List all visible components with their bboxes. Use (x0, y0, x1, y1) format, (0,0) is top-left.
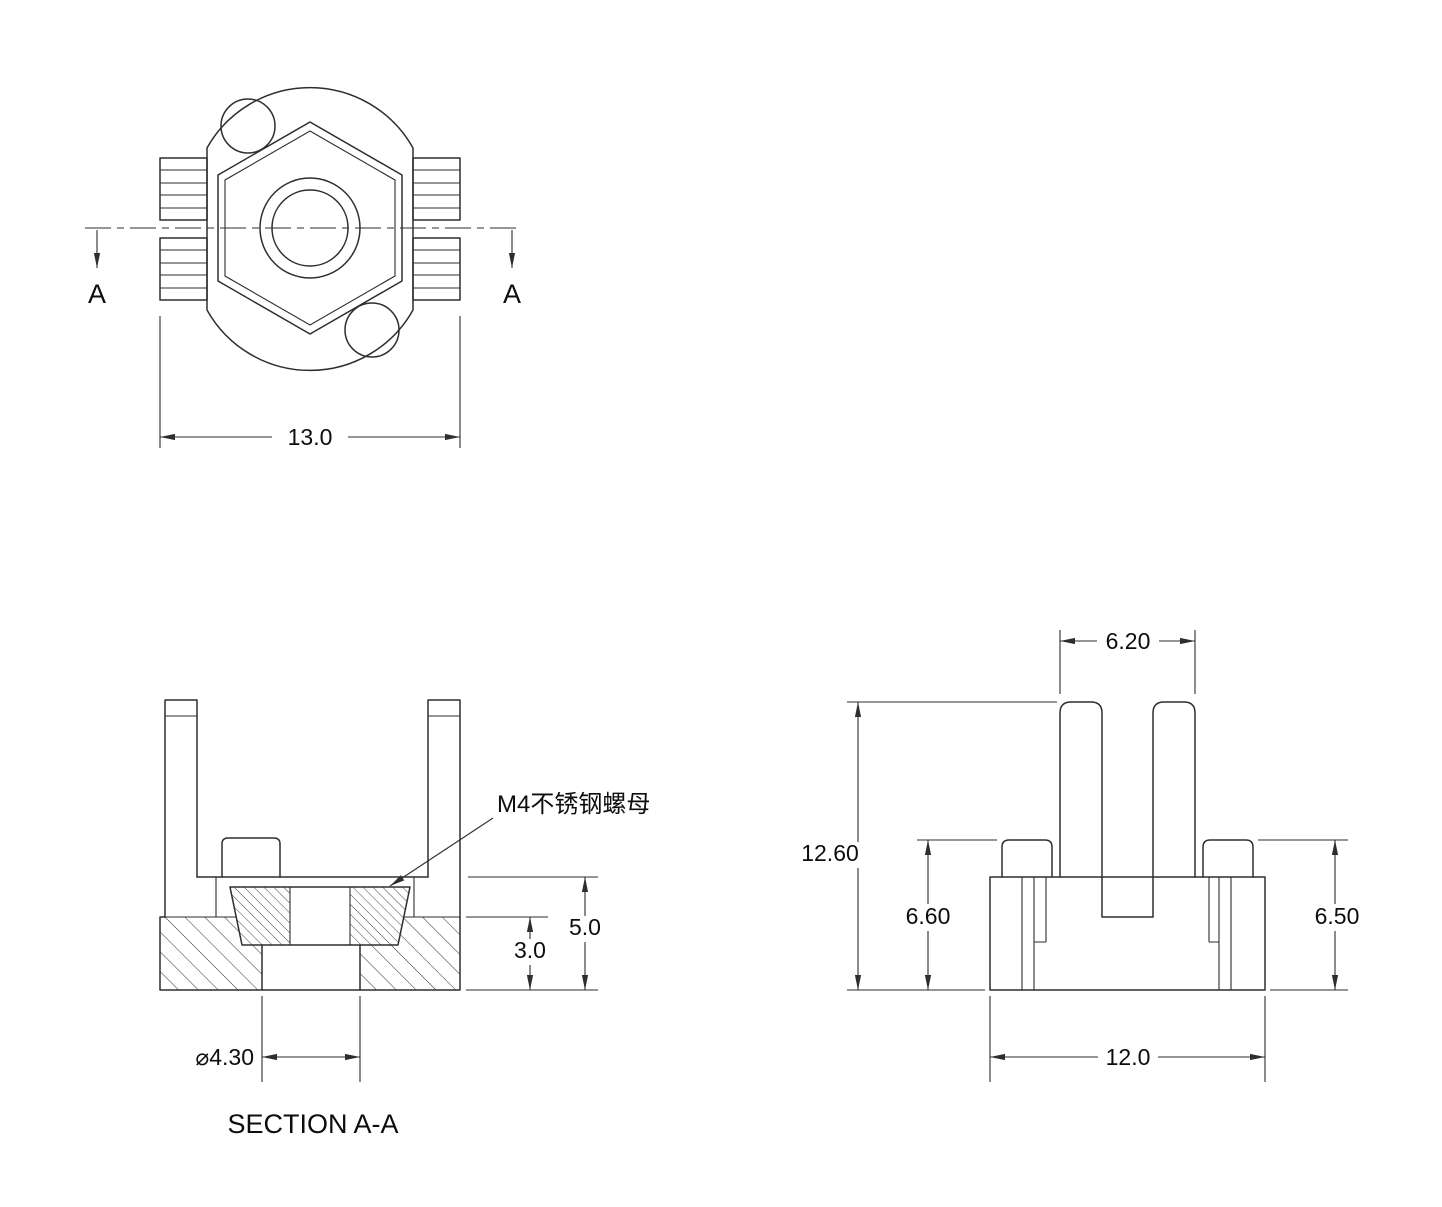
flange-right-bottom (412, 237, 461, 301)
leader-line (389, 817, 494, 887)
boss-outline (221, 837, 281, 878)
dim-label-12-60: 12.60 (801, 840, 859, 866)
dim-label-6-60: 6.60 (906, 903, 951, 929)
hole-through-edges (261, 944, 361, 991)
dim-label-dia-4-30: ⌀4.30 (195, 1044, 254, 1070)
dim-label-3-0: 3.0 (514, 937, 546, 963)
flange-right-top-serrations (413, 169, 460, 209)
dim-base-width-12: 12.0 (989, 996, 1266, 1082)
dim-text-mask (783, 842, 875, 868)
section-label-left: A (88, 279, 106, 309)
dim-text-mask (897, 904, 959, 931)
dim-slot-width-6-20: 6.20 (1059, 628, 1196, 694)
dim-label-6-50: 6.50 (1315, 903, 1360, 929)
prong-left-outline (164, 699, 198, 918)
dim-pocket-height-5: 5.0 (466, 876, 608, 991)
section-view: M4不锈钢螺母 5.0 3.0 ⌀4.30 SECTION A-A (159, 699, 650, 1139)
section-caption: SECTION A-A (227, 1109, 398, 1139)
nut-callout: M4不锈钢螺母 (389, 791, 650, 887)
flange-right-top (412, 157, 461, 221)
nut-bore-edges (289, 887, 351, 945)
top-view: A A 13.0 (85, 86, 521, 450)
prong-left-outline (1059, 701, 1103, 878)
dim-base-thickness-3: 3.0 (466, 916, 553, 990)
body-outline (206, 86, 414, 372)
dim-right-height-6-50: 6.50 (1258, 839, 1369, 991)
prong-right-outline (1152, 701, 1196, 878)
flange-left-bottom (159, 237, 208, 301)
dim-label-13-0: 13.0 (288, 424, 333, 450)
dim-text-mask (1305, 904, 1369, 931)
dim-label-6-20: 6.20 (1106, 628, 1151, 654)
hatch-nut-left (230, 887, 290, 945)
pocket-wall-edges (215, 877, 415, 917)
flange-left-top (159, 157, 208, 221)
base-outline (989, 876, 1266, 991)
dim-left-height-6-60: 6.60 (897, 839, 997, 990)
hatch-nut-right (350, 887, 410, 945)
dim-hole-diameter: ⌀4.30 (195, 996, 361, 1082)
mount-hole-bottom-right (344, 302, 400, 358)
dim-overall-width-13: 13.0 (159, 316, 461, 450)
ear-right-outline (1202, 839, 1254, 878)
flange-left-top-serrations (160, 169, 207, 209)
dim-label-5-0: 5.0 (569, 914, 601, 940)
nut-note-label: M4不锈钢螺母 (497, 791, 650, 818)
dim-text-mask (562, 916, 608, 942)
slot-outline (1101, 876, 1154, 918)
hatch-base-right (360, 917, 460, 990)
mount-hole-top-left (220, 98, 276, 154)
section-label-right: A (503, 279, 521, 309)
inner-feature-edges-left (1021, 877, 1047, 990)
flange-left-bottom-serrations (160, 249, 207, 289)
section-marker-left: A (88, 230, 106, 309)
hatch-base-left (160, 917, 262, 990)
hex-nut-outer (217, 121, 403, 335)
dim-text-mask (507, 939, 553, 965)
side-view: 6.20 12.60 6.60 6.50 12.0 (783, 628, 1369, 1082)
dim-overall-height-12-60: 12.60 (783, 701, 1057, 991)
section-marker-right: A (503, 230, 521, 309)
dim-label-12-0: 12.0 (1106, 1044, 1151, 1070)
prong-right-outline (427, 699, 461, 918)
flange-right-bottom-serrations (413, 249, 460, 289)
inner-feature-edges-right (1208, 877, 1232, 990)
hex-nut-inner (224, 130, 396, 326)
ear-left-outline (1001, 839, 1053, 878)
